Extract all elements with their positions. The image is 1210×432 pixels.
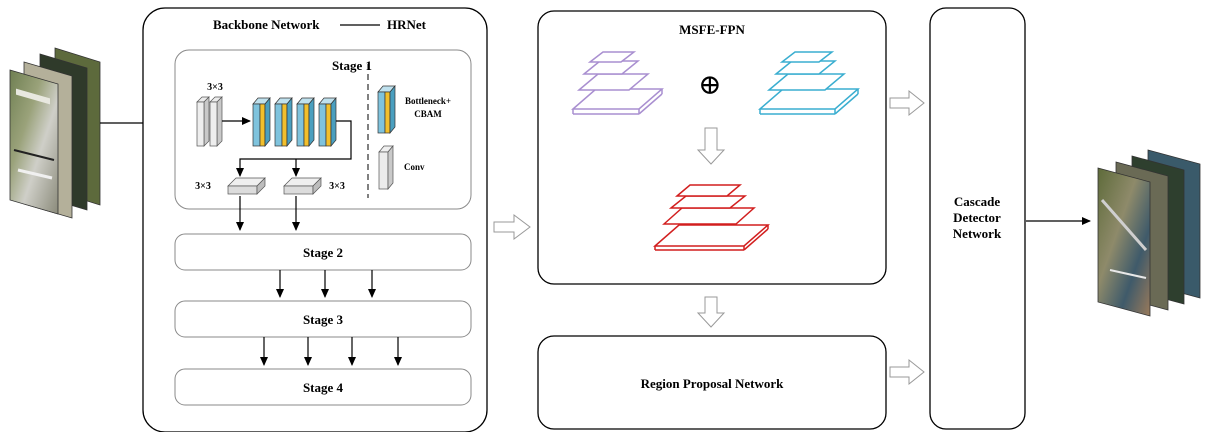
legend-conv-label: Conv	[404, 162, 425, 172]
cyan-feature-pyramid	[757, 51, 861, 115]
stage2-label: Stage 2	[303, 245, 343, 260]
stage4-label: Stage 4	[303, 380, 344, 395]
msfe-fpn-title: MSFE-FPN	[679, 22, 745, 37]
cascade-label-line1: Cascade	[954, 194, 1000, 209]
bottleneck-block-3	[296, 97, 315, 147]
stage2-panel: Stage 2	[174, 233, 472, 271]
circled-plus-icon: ⊕	[698, 70, 721, 101]
stage3-panel: Stage 3	[174, 300, 472, 338]
backbone-subtitle: HRNet	[387, 17, 427, 32]
legend-cbam-label: CBAM	[414, 109, 442, 119]
stage1-connector	[236, 120, 352, 177]
red-feature-pyramid	[653, 184, 770, 251]
downsample-block-right	[283, 177, 322, 195]
rpn-label: Region Proposal Network	[641, 376, 785, 391]
downsample-block-left	[227, 177, 266, 195]
bottleneck-cbam-blocks	[252, 97, 337, 147]
legend-conv-icon	[378, 145, 394, 190]
stage1-title: Stage 1	[332, 58, 372, 73]
stage3-label: Stage 3	[303, 312, 344, 327]
output-image-stack-icon	[1097, 149, 1201, 317]
stage1-down-left-label: 3×3	[195, 181, 211, 192]
rpn-panel: Region Proposal Network	[537, 335, 887, 430]
cascade-label-line3: Network	[953, 226, 1002, 241]
cascade-detector-panel: Cascade Detector Network	[929, 7, 1026, 430]
backbone-title: Backbone Network	[213, 17, 320, 32]
rpn-to-head-hollow-arrow	[889, 358, 925, 386]
backbone-to-fpn-hollow-arrow	[493, 214, 531, 240]
legend-bottleneck-icon	[377, 85, 396, 134]
input-image-stack-icon	[9, 47, 101, 219]
stage1-down-right-label: 3×3	[329, 181, 345, 192]
conv-block-icon	[196, 96, 223, 147]
msfe-fpn-panel: MSFE-FPN ⊕	[537, 10, 887, 285]
stage4-panel: Stage 4	[174, 368, 472, 406]
fusion-hollow-down-arrow	[696, 127, 726, 165]
bottleneck-block-4	[318, 97, 337, 147]
purple-feature-pyramid	[570, 51, 665, 115]
fpn-to-head-hollow-arrow	[889, 89, 925, 117]
stage1-conv-label: 3×3	[207, 82, 223, 93]
cascade-label-line2: Detector	[953, 210, 1001, 225]
stage1-panel: Stage 1 3×3	[174, 49, 472, 210]
bottleneck-block-2	[274, 97, 293, 147]
legend-bottleneck-label: Bottleneck+	[405, 96, 451, 106]
bottleneck-block-1	[252, 97, 271, 147]
fpn-to-rpn-hollow-arrow	[696, 296, 726, 328]
